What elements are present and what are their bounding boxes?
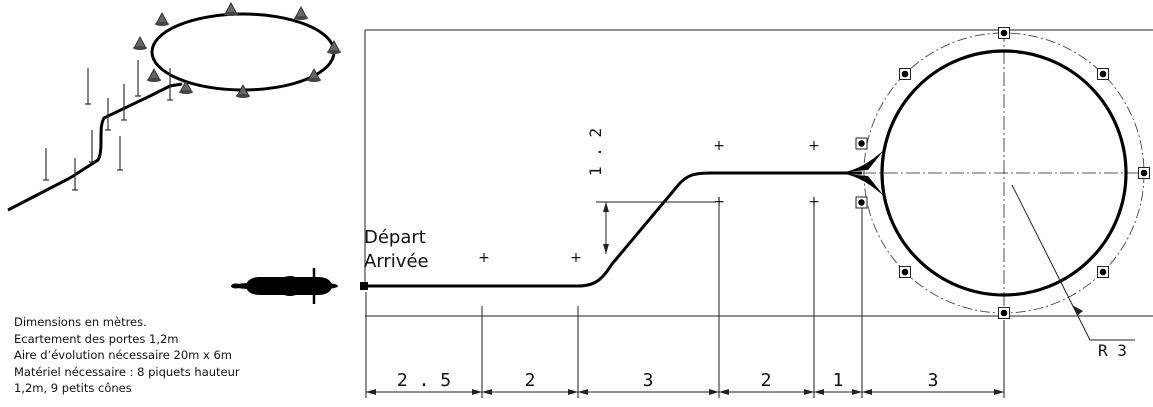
perspective-circle-track [150, 12, 336, 92]
dimension-arrowhead [719, 389, 729, 395]
dimension-label: 2 [761, 370, 772, 391]
stake-mark: + [808, 138, 820, 154]
dimension-arrowhead [852, 389, 862, 395]
dimension-label: 3 [643, 370, 654, 391]
stake-icon [72, 158, 78, 191]
radius-arrow [1072, 305, 1083, 315]
dimension-chain [365, 206, 1005, 398]
stake-icon [135, 60, 141, 97]
stake-mark: + [713, 138, 725, 154]
circle-track [880, 49, 1128, 297]
stake-icon [43, 148, 49, 181]
stake-icon [121, 84, 127, 121]
offset-label: 1 . 2 [586, 128, 605, 176]
cone-icon [1138, 167, 1150, 179]
dimension-arrowhead [862, 389, 872, 395]
entry-arrow-top [845, 150, 884, 172]
start-label: Départ [364, 227, 426, 248]
cone-icon [998, 307, 1010, 319]
stake-mark: + [808, 194, 820, 210]
perspective-stakes [43, 60, 173, 191]
cone-icon [1096, 68, 1109, 81]
plan-drawing: + + + + + + R 3 1 . 2 Départ Arrivée [231, 27, 1153, 398]
stake-icon [117, 136, 123, 171]
stake-mark: + [478, 250, 490, 266]
stake-mark: + [570, 250, 582, 266]
dimension-arrowhead [994, 389, 1004, 395]
dimension-arrowhead [366, 389, 376, 395]
stake-icon [85, 68, 91, 105]
dimension-label: 1 [833, 370, 844, 391]
perspective-approach-line [7, 82, 183, 212]
dimension-arrowhead [804, 389, 814, 395]
note-line: Ecartement des portes 1,2m [14, 331, 179, 346]
perspective-sketch [7, 2, 341, 212]
trajectory-line [366, 171, 862, 288]
start-marker [360, 282, 368, 290]
cone-icon [147, 68, 161, 82]
finish-label: Arrivée [364, 251, 429, 272]
cone-icon [998, 27, 1010, 39]
dimension-arrowhead [482, 389, 492, 395]
cone-icon [307, 68, 321, 82]
plan-cones [899, 27, 1150, 319]
dimension-arrowhead [709, 389, 719, 395]
note-line: Aire d’évolution nécessaire 20m x 6m [14, 348, 232, 362]
radius-leader [1011, 184, 1135, 341]
notes-block: Dimensions en mètres. Ecartement des por… [14, 314, 240, 397]
dimension-label: 3 [928, 370, 939, 391]
cone-icon [899, 265, 912, 278]
dimension-arrowhead [814, 389, 824, 395]
cone-icon [327, 40, 341, 54]
cone-icon [224, 2, 238, 16]
perspective-cones [133, 2, 341, 98]
note-line: Dimensions en mètres. [14, 315, 147, 329]
dimension-arrows [366, 389, 1004, 395]
stake-icon [89, 130, 95, 163]
stake-mark: + [713, 194, 725, 210]
radius-label: R 3 [1098, 341, 1127, 360]
dimension-arrowhead [568, 389, 578, 395]
cone-icon [236, 84, 250, 98]
cone-icon [179, 80, 193, 94]
dimension-label: 2 [525, 370, 536, 391]
cone-icon [899, 68, 912, 81]
evolution-area-border [364, 29, 1153, 317]
cone-icon [133, 36, 147, 50]
note-line: Matériel nécessaire : 8 piquets hauteur [14, 364, 240, 379]
cone-icon [155, 12, 169, 26]
motorcycle-icon [231, 268, 338, 304]
entry-gate-stakes [855, 137, 868, 209]
stake-icon [167, 68, 173, 101]
dimension-arrowhead [578, 389, 588, 395]
dimension-label: 2 . 5 [397, 370, 451, 391]
cone-icon [1096, 265, 1109, 278]
cone-icon [294, 6, 308, 20]
note-line: 1,2m, 9 petits cônes [14, 381, 132, 395]
dimension-labels: 2 . 5 2 3 2 1 3 [397, 370, 939, 391]
stake-icon [105, 98, 111, 131]
entry-arrow-bottom [845, 174, 884, 196]
dimension-arrowhead [472, 389, 482, 395]
stake-marks: + + + + + + [478, 138, 820, 266]
